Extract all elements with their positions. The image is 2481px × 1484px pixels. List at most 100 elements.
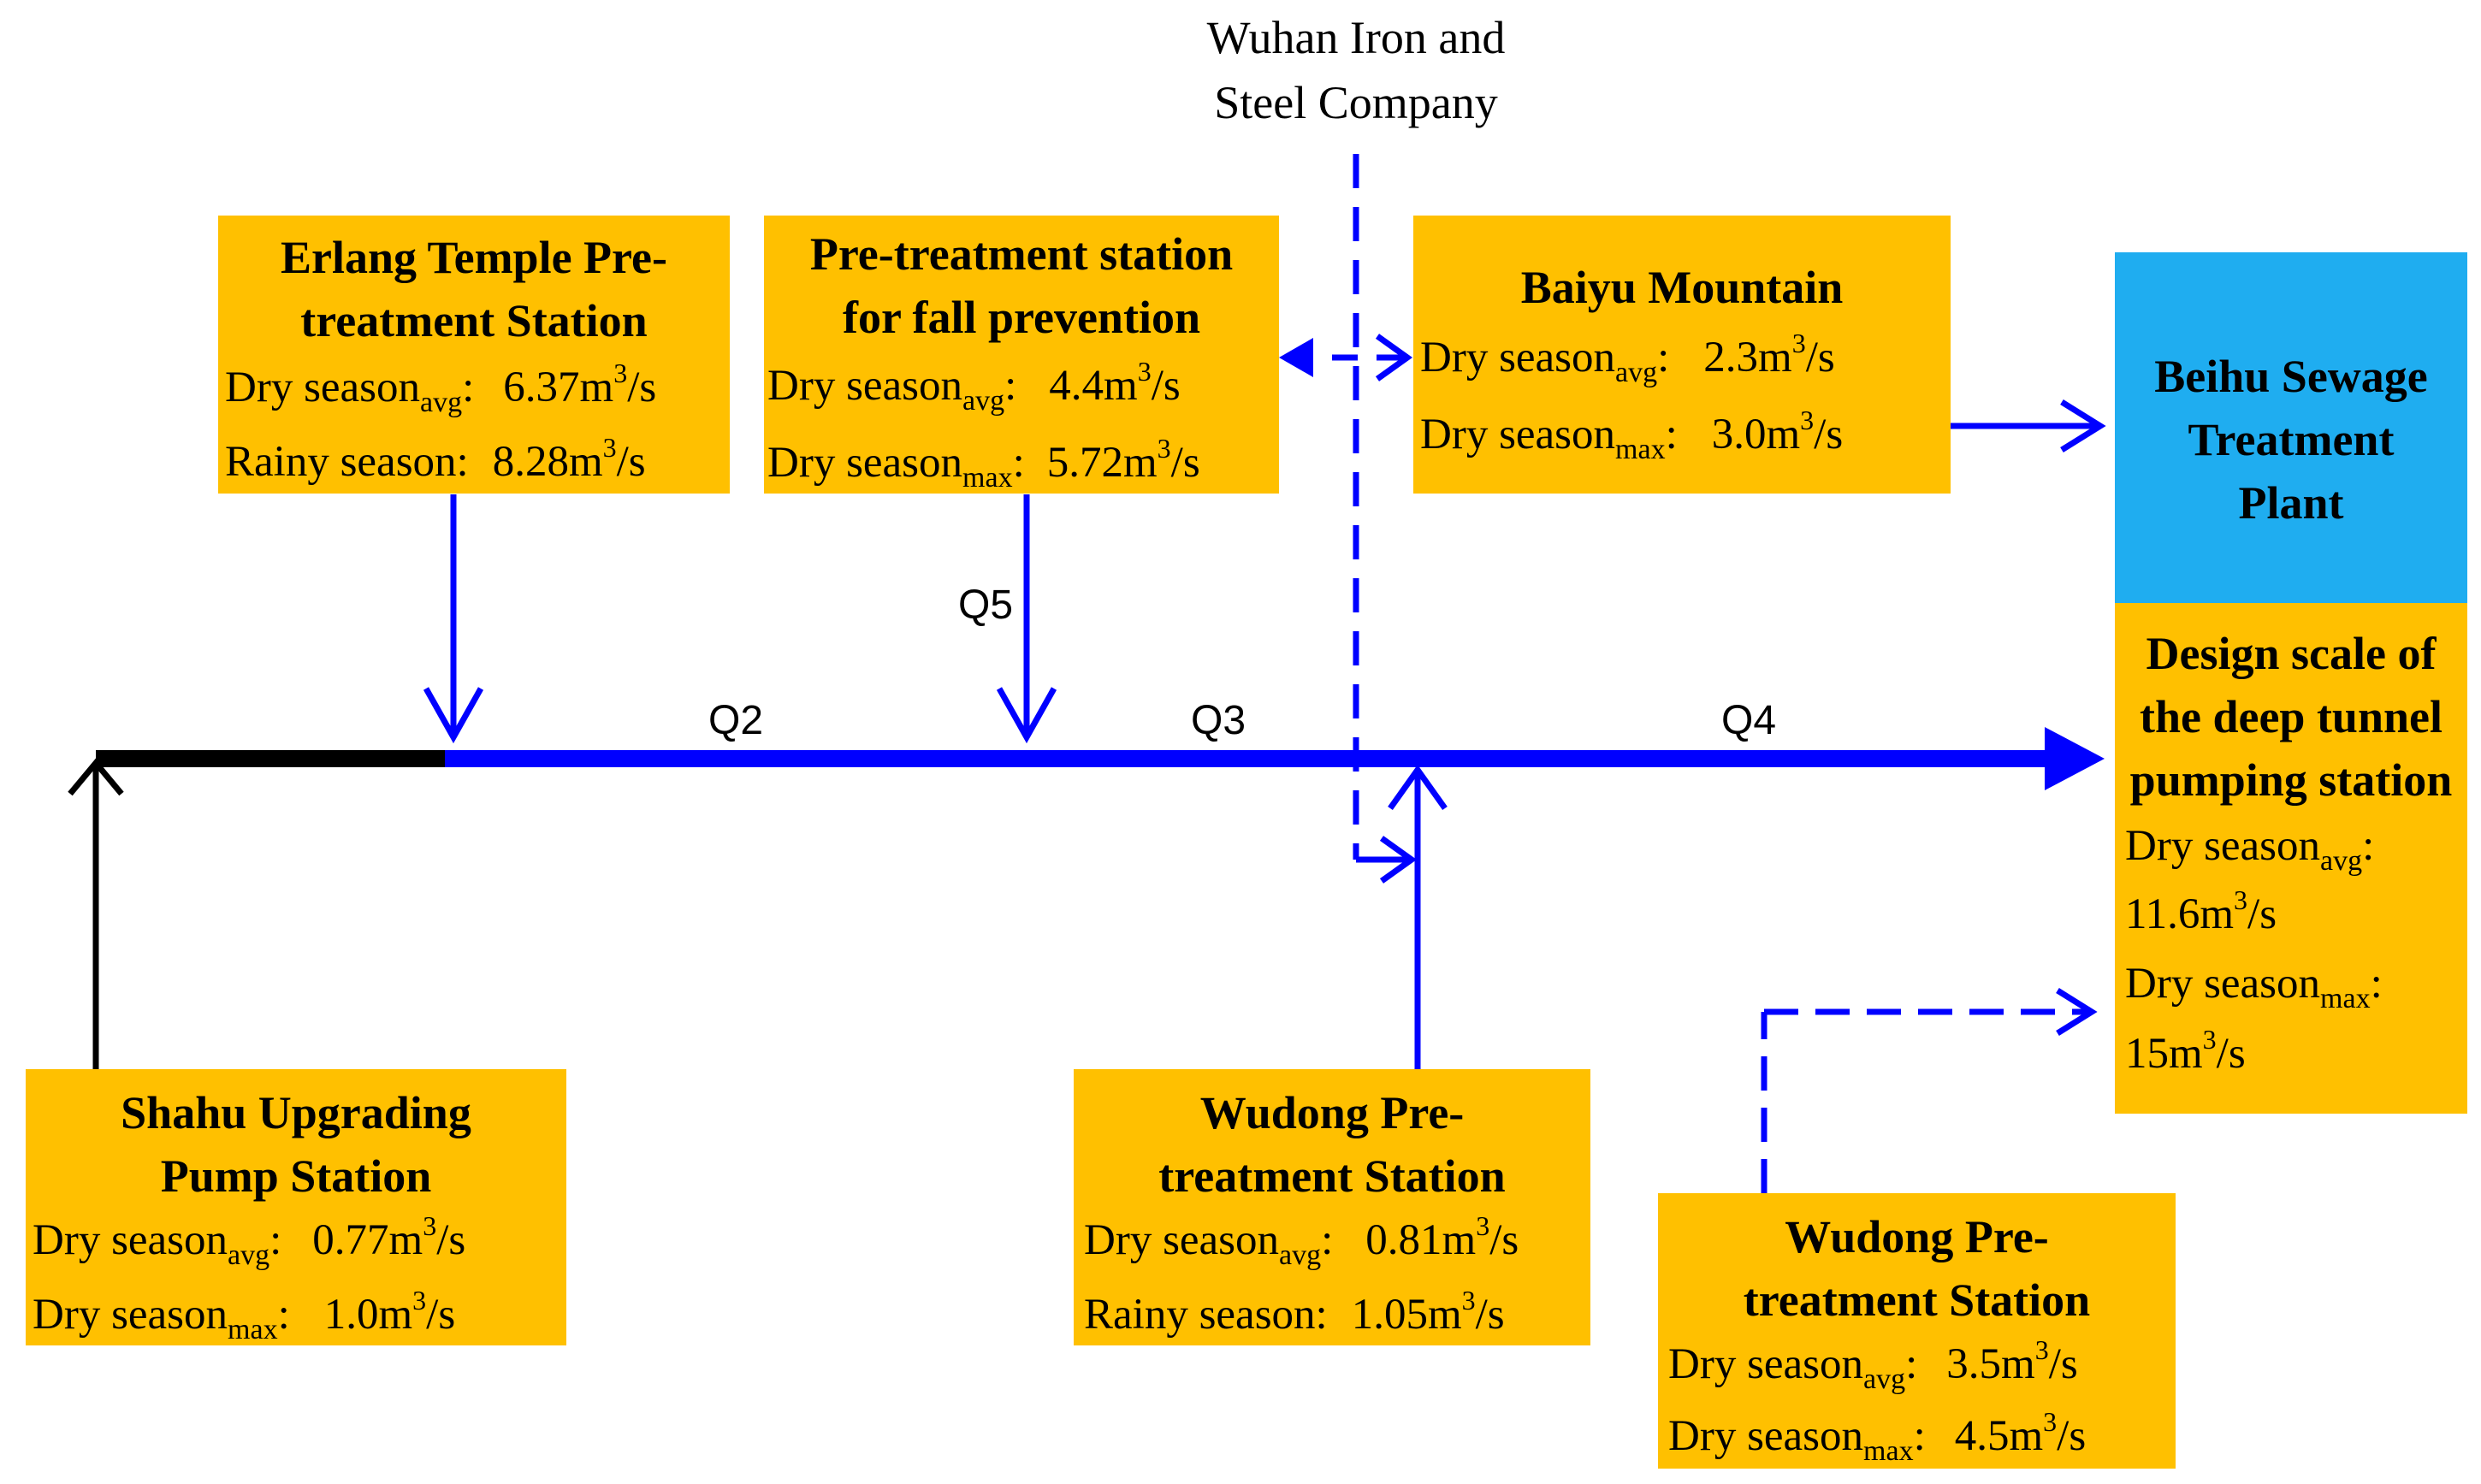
wudong1-r2-label: Rainy season <box>1084 1291 1316 1339</box>
wudong1-r2-sep: : <box>1315 1291 1328 1339</box>
wudong1-row-1: Dry seasonavg:0.81m3/s <box>1074 1208 1590 1278</box>
design-r2-label: Dry season <box>2125 960 2321 1008</box>
wudong2-r1-label: Dry season <box>1668 1340 1864 1388</box>
erlang-r2-sep: : <box>456 438 469 486</box>
erlang-title-1: Erlang Temple Pre- <box>281 232 667 283</box>
design-r2-unit: /s <box>2216 1030 2246 1078</box>
wudong2-row-2: Dry seasonmax:4.5m3/s <box>1658 1402 2176 1475</box>
baiyu-r2-sup: 3 <box>1800 405 1815 435</box>
baiyu-mountain-box: Baiyu Mountain Dry seasonavg:2.3m3/s Dry… <box>1413 216 1951 494</box>
baiyu-r2-sub: max <box>1615 434 1666 465</box>
erlang-r1-value: 6.37m <box>503 364 614 411</box>
design-r2-sep: : <box>2370 960 2383 1008</box>
trunk-arrowhead <box>2045 727 2105 790</box>
baiyu-r2-label: Dry season <box>1420 411 1616 458</box>
wudong2-title-2: treatment Station <box>1743 1274 2091 1326</box>
erlang-row-2: Rainy season:8.28m3/s <box>218 428 730 500</box>
wudong1-r2-value: 1.05m <box>1351 1291 1462 1339</box>
wudong1-r2-sup: 3 <box>1461 1285 1476 1315</box>
fall-r1-sup: 3 <box>1137 356 1152 387</box>
wudong2-r2-sub: max <box>1863 1435 1914 1467</box>
baiyu-r1-sub: avg <box>1615 357 1658 388</box>
wudong1-arrow <box>1388 764 1448 1069</box>
wuhan-iron-label: Wuhan Iron and Steel Company <box>1172 5 1540 135</box>
baiyu-row-2: Dry seasonmax:3.0m3/s <box>1413 399 1951 476</box>
fall-prevention-box: Pre-treatment station for fall preventio… <box>764 216 1279 494</box>
shahu-r1-value: 0.77m <box>312 1216 423 1264</box>
erlang-r1-unit: /s <box>627 364 657 411</box>
design-r1-sep: : <box>2362 822 2375 870</box>
shahu-r1-sup: 3 <box>423 1210 437 1241</box>
wudong2-row-1: Dry seasonavg:3.5m3/s <box>1658 1332 2176 1402</box>
design-r2-sub: max <box>2320 983 2371 1014</box>
design-title-3: pumping station <box>2129 754 2453 806</box>
fall-r2-sub: max <box>962 462 1013 494</box>
shahu-arrow <box>68 758 124 1069</box>
shahu-r2-sep: : <box>277 1291 290 1339</box>
shahu-r2-sub: max <box>228 1314 278 1345</box>
wudong2-dashed-connector <box>1761 988 2098 1193</box>
shahu-r1-sub: avg <box>228 1239 270 1271</box>
shahu-r2-sup: 3 <box>412 1285 427 1315</box>
fall-row-1: Dry seasonavg:4.4m3/s <box>764 349 1279 428</box>
fall-r1-unit: /s <box>1151 362 1181 410</box>
wuhan-iron-line2: Steel Company <box>1214 77 1498 128</box>
design-row-1a: Dry seasonavg: <box>2115 812 2467 885</box>
wudong2-r1-unit: /s <box>2048 1340 2078 1388</box>
design-r1-sub: avg <box>2320 845 2363 877</box>
design-r1-label: Dry season <box>2125 822 2321 870</box>
wudong2-r2-unit: /s <box>2057 1412 2087 1460</box>
erlang-r2-sup: 3 <box>602 432 617 463</box>
baiyu-title: Baiyu Mountain <box>1520 262 1844 313</box>
design-row-2a: Dry seasonmax: <box>2115 948 2467 1025</box>
fall-r2-unit: /s <box>1170 439 1200 487</box>
wudong1-r1-sup: 3 <box>1476 1210 1490 1241</box>
wudong2-r2-label: Dry season <box>1668 1412 1864 1460</box>
beihu-title-1: Beihu Sewage <box>2154 351 2428 402</box>
wuhan-iron-dashed-line <box>1353 154 1418 884</box>
baiyu-to-beihu-arrow <box>1946 399 2106 452</box>
baiyu-row-1: Dry seasonavg:2.3m3/s <box>1413 322 1951 399</box>
erlang-r1-label: Dry season <box>225 364 421 411</box>
wudong-station-box-2: Wudong Pre- treatment Station Dry season… <box>1658 1193 2176 1469</box>
erlang-title-2: treatment Station <box>300 295 648 346</box>
wudong2-title-1: Wudong Pre- <box>1785 1211 2049 1262</box>
wudong2-r2-sup: 3 <box>2043 1406 2058 1437</box>
design-title-2: the deep tunnel <box>2139 691 2443 742</box>
design-title-1: Design scale of <box>2146 628 2437 679</box>
erlang-r1-sub: avg <box>420 387 463 418</box>
wudong1-title-1: Wudong Pre- <box>1199 1087 1465 1138</box>
wudong2-r2-sep: : <box>1913 1412 1926 1460</box>
fall-r2-value: 5.72m <box>1046 439 1158 487</box>
design-row-2b: 15m3/s <box>2115 1024 2467 1087</box>
wudong2-r1-value: 3.5m <box>1946 1340 2035 1388</box>
wuhan-iron-line1: Wuhan Iron and <box>1206 12 1506 63</box>
design-r2-value: 15m <box>2125 1030 2203 1078</box>
fall-r1-sep: : <box>1004 362 1017 410</box>
beihu-title-2: Treatment <box>2188 414 2395 465</box>
flow-label-q3: Q3 <box>1191 698 1246 743</box>
erlang-r2-label: Rainy season <box>225 438 457 486</box>
fall-r1-label: Dry season <box>767 362 963 410</box>
wudong2-r1-sub: avg <box>1863 1363 1906 1395</box>
flow-label-q4: Q4 <box>1721 698 1777 743</box>
beihu-plant-box: Beihu Sewage Treatment Plant <box>2115 252 2467 603</box>
wudong2-r2-value: 4.5m <box>1954 1412 2044 1460</box>
fall-title-1: Pre-treatment station <box>809 228 1234 280</box>
baiyu-r1-sep: : <box>1657 334 1670 381</box>
fall-title-2: for fall prevention <box>843 292 1200 343</box>
baiyu-r1-value: 2.3m <box>1703 334 1792 381</box>
design-r1-sup: 3 <box>2234 884 2248 915</box>
bidirectional-arrow <box>1279 334 1413 381</box>
fall-r2-sep: : <box>1012 439 1025 487</box>
shahu-station-box: Shahu Upgrading Pump Station Dry seasona… <box>26 1069 566 1345</box>
erlang-temple-box: Erlang Temple Pre- treatment Station Dry… <box>218 216 730 494</box>
wudong1-r1-unit: /s <box>1489 1216 1519 1264</box>
baiyu-r2-unit: /s <box>1814 411 1844 458</box>
wudong1-title-2: treatment Station <box>1158 1150 1506 1202</box>
baiyu-r2-value: 3.0m <box>1711 411 1801 458</box>
shahu-r2-value: 1.0m <box>323 1291 413 1339</box>
shahu-r1-label: Dry season <box>33 1216 228 1264</box>
erlang-r1-sep: : <box>462 364 475 411</box>
